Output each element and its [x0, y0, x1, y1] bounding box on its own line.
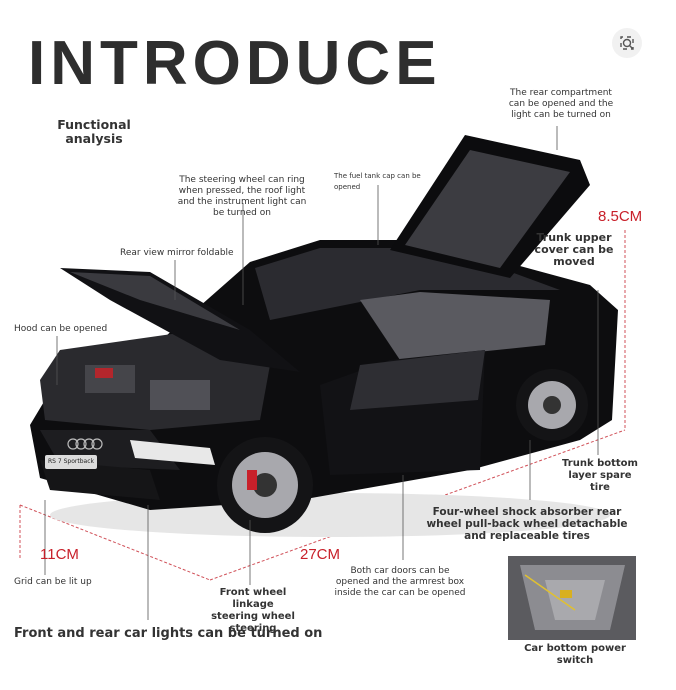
label-front-wheel: Front wheel linkage steering wheel steer…	[211, 587, 295, 634]
label-fuel: The fuel tank cap can be opened	[334, 172, 421, 191]
hood	[60, 268, 300, 372]
dimension-length: 27CM	[300, 546, 341, 563]
dimension-width: 11CM	[40, 546, 79, 563]
license-plate-text: RS 7 Sportback	[48, 458, 94, 465]
label-grid: Grid can be lit up	[14, 577, 92, 587]
label-hood: Hood can be opened	[14, 324, 108, 334]
lens-search-icon	[620, 36, 634, 50]
page-title: INTRODUCE	[28, 29, 442, 98]
dimension-height: 8.5CM	[598, 208, 643, 225]
rear-wheel	[516, 369, 588, 441]
label-doors: Both car doors can be opened and the arm…	[334, 566, 466, 598]
lens-search-button[interactable]	[612, 28, 642, 58]
label-shock: Four-wheel shock absorber rear wheel pul…	[426, 506, 628, 542]
label-power-switch: Car bottom power switch	[524, 643, 626, 666]
label-rear-compartment: The rear compartment can be opened and t…	[508, 88, 614, 120]
label-steering: The steering wheel can ring when pressed…	[177, 175, 307, 218]
callout-lines	[44, 126, 599, 620]
label-lights: Front and rear car lights can be turned …	[14, 626, 323, 641]
label-trunk-upper: Trunk upper cover can be moved	[534, 231, 614, 268]
subtitle: Functional analysis	[57, 117, 131, 146]
label-mirror: Rear view mirror foldable	[120, 248, 234, 258]
front-wheel	[217, 437, 313, 533]
label-trunk-bottom: Trunk bottom layer spare tire	[562, 458, 638, 493]
power-switch-inset	[508, 556, 636, 640]
license-plate	[45, 455, 97, 469]
